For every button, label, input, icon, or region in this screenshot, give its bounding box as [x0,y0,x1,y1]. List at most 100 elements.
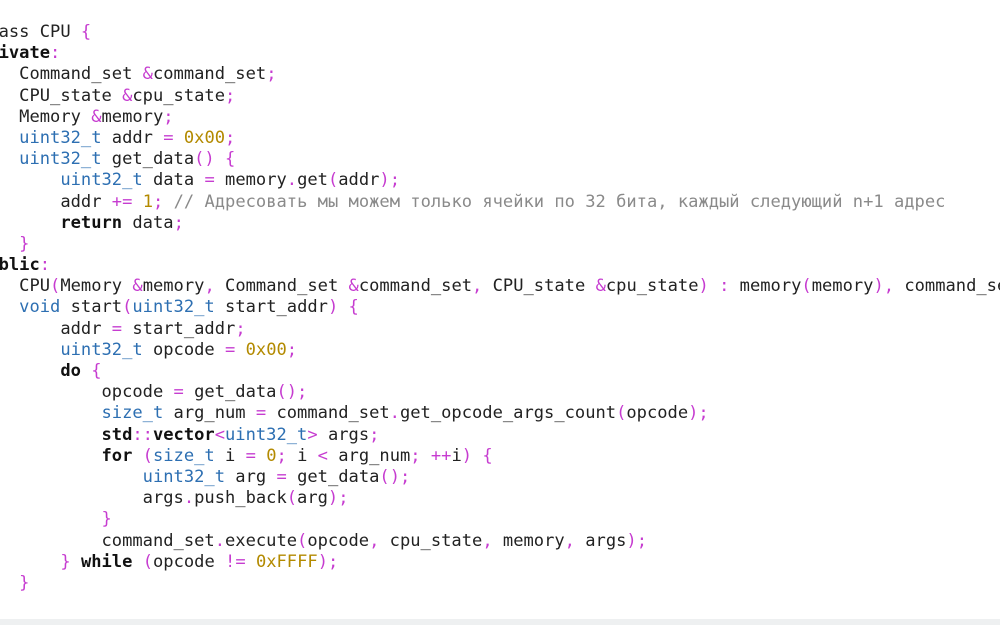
code-line[interactable]: } [0,509,1000,530]
code-line[interactable]: uint32_t opcode = 0x00; [0,340,1000,361]
code-token-punct: = [163,127,174,148]
code-token-plain: CPU [19,276,51,297]
code-token-punct: ( [297,530,308,551]
code-token-plain: opcode [307,530,370,551]
code-token-punct: , [482,530,493,551]
code-token-punct: { [80,22,92,42]
code-token-punct: : [39,255,51,276]
code-line[interactable]: class CPU { [0,22,1000,43]
code-line[interactable]: private: [0,43,1000,64]
code-line[interactable]: return data; [0,213,1000,234]
code-token-punct: ); [379,170,401,191]
code-token-punct: = [276,466,287,487]
code-token-punct: . [286,170,298,191]
code-token-plain: CPU_state [482,276,596,297]
code-token-plain [0,128,19,148]
code-token-plain: CPU_state [19,85,112,106]
code-token-punct: ), [873,276,895,297]
code-token-plain [132,552,142,572]
code-token-type: void [19,297,61,318]
code-token-punct: :: [132,424,153,445]
code-token-punct: ( [327,170,339,191]
code-block[interactable]: class CPU {private: Command_set &command… [0,22,1000,594]
code-line[interactable]: } [0,234,1000,255]
code-line[interactable]: args.push_back(arg); [0,488,1000,509]
code-token-plain [0,297,19,317]
code-token-punct: } [19,233,30,254]
code-token-kw: return [60,212,123,233]
code-token-plain [0,552,60,572]
code-line[interactable]: size_t arg_num = command_set.get_opcode_… [0,403,1000,424]
code-token-punct: != [225,551,246,572]
code-token-punct: = [111,318,123,339]
code-token-plain: addr [101,127,164,148]
code-token-plain: addr [60,191,102,212]
code-line[interactable]: do { [0,361,1000,382]
code-token-punct: & [595,276,606,297]
code-line[interactable]: std::vector<uint32_t> args; [0,425,1000,446]
code-token-punct: = [245,445,256,466]
code-token-comment: // Адресовать мы можем только ячейки по … [173,191,946,212]
code-line[interactable]: command_set.execute(opcode, cpu_state, m… [0,531,1000,552]
code-token-punct: = [173,382,184,403]
code-line[interactable]: public: [0,255,1000,276]
code-token-plain [132,192,142,212]
code-token-type: uint32_t [132,297,215,318]
code-line[interactable]: addr += 1; // Адресовать мы можем только… [0,192,1000,213]
code-token-plain [256,446,266,466]
code-token-punct: ; [163,106,174,127]
code-line[interactable]: } while (opcode != 0xFFFF); [0,552,1000,573]
code-token-plain [0,403,102,423]
code-line[interactable]: uint32_t addr = 0x00; [0,128,1000,149]
code-token-plain [0,425,102,445]
code-token-plain: class CPU [0,22,71,42]
code-line[interactable]: Command_set &command_set; [0,64,1000,85]
code-line[interactable]: addr = start_addr; [0,319,1000,340]
code-token-punct: ; [286,339,298,360]
code-token-plain [71,552,81,572]
code-token-punct: > [307,424,318,445]
code-line[interactable]: void start(uint32_t start_addr) { [0,297,1000,318]
code-line[interactable]: opcode = get_data(); [0,382,1000,403]
code-token-punct: ( [142,445,153,466]
code-token-punct: { [348,297,359,318]
code-token-punct: & [122,85,133,106]
code-token-plain [0,234,19,254]
code-token-plain: command_set [904,276,1000,297]
code-token-punct: { [225,149,236,170]
code-token-plain [709,276,719,296]
code-token-punct: { [482,445,493,466]
code-token-punct: = [255,403,267,424]
code-token-punct: } [101,509,112,530]
code-line[interactable]: CPU_state &cpu_state; [0,86,1000,107]
code-token-plain: Command_set [19,64,133,85]
code-token-plain: memory [729,276,802,297]
code-line[interactable]: uint32_t arg = get_data(); [0,467,1000,488]
code-token-plain: args [317,424,370,445]
code-token-plain: get [297,170,328,191]
code-token-plain: arg_num [163,403,256,424]
code-token-plain [472,446,482,466]
code-token-punct: . [183,488,195,509]
code-token-plain [0,467,143,487]
code-token-punct: ; [152,191,164,212]
code-token-plain: memory [214,170,287,191]
editor-bottom-bar [0,619,1000,625]
code-token-punct: (); [276,382,308,403]
code-token-num: 1 [142,191,153,212]
code-token-num: 0x00 [183,127,226,148]
code-line[interactable]: CPU(Memory &memory, Command_set &command… [0,276,1000,297]
code-line[interactable]: uint32_t data = memory.get(addr); [0,170,1000,191]
code-line[interactable]: Memory &memory; [0,107,1000,128]
code-token-type: uint32_t [142,466,226,487]
code-line[interactable]: } [0,573,1000,594]
code-line[interactable]: uint32_t get_data() { [0,149,1000,170]
code-token-kw: public [0,255,40,276]
code-token-plain: command_set [358,276,473,297]
code-token-plain: memory [101,106,164,127]
code-token-plain [0,170,60,190]
code-line[interactable]: for (size_t i = 0; i < arg_num; ++i) { [0,446,1000,467]
code-token-type: uint32_t [19,127,102,148]
code-token-plain: start_addr [122,318,236,339]
